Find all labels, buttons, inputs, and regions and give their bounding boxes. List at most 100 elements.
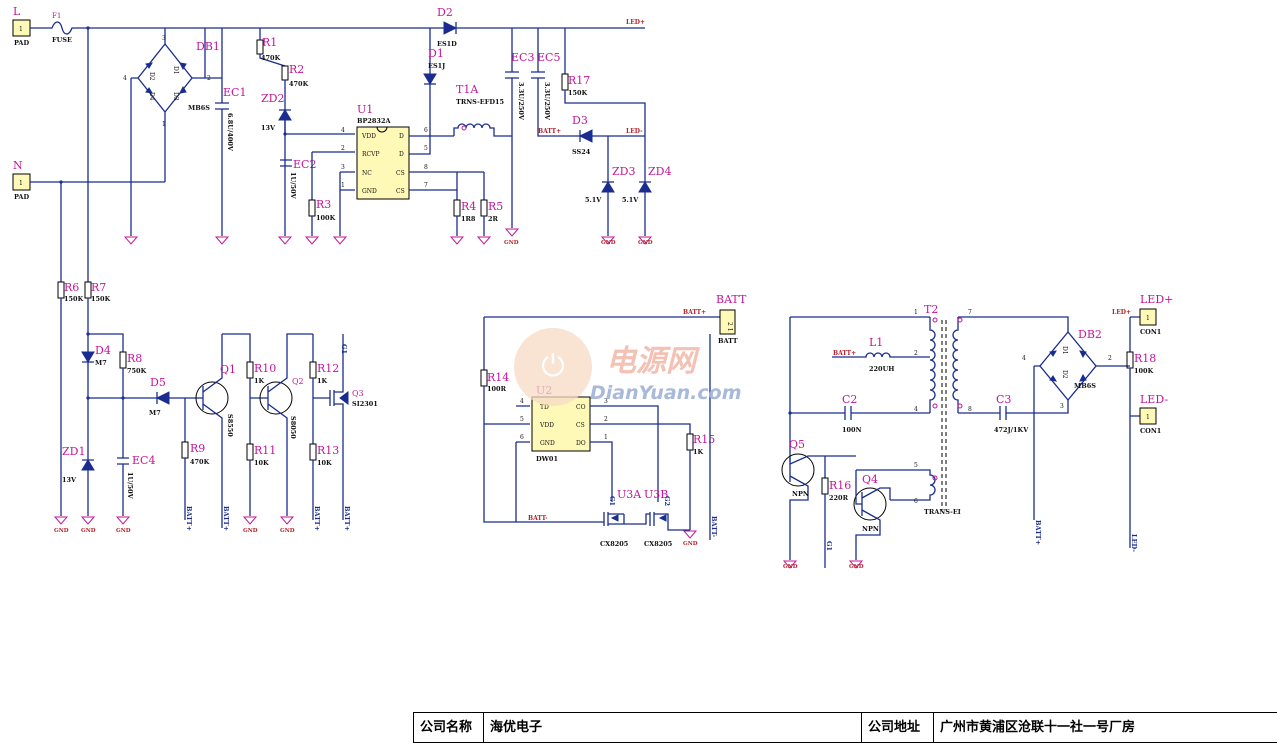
q1-value: S8550	[226, 414, 234, 437]
d4-ref: D4	[95, 344, 111, 357]
db2-value: MB6S	[1074, 382, 1096, 390]
r14-ref: R14	[487, 371, 509, 384]
q2-ref: Q2	[292, 377, 304, 386]
net-batt-minus-1: BATT-	[528, 515, 548, 522]
u1-pin5: 5	[424, 145, 428, 152]
r3-value: 100K	[316, 214, 336, 222]
ec2-value: 1U/50V	[289, 172, 297, 200]
zd4-value: 5.1V	[622, 196, 639, 204]
d2-value: ES1D	[437, 40, 457, 48]
r9-ref: R9	[190, 442, 205, 455]
ec5-ref: EC5	[537, 51, 560, 64]
company-address: 广州市黄浦区沧联十一社一号厂房	[940, 720, 1136, 735]
t2-value: TRANS-EI	[924, 508, 961, 516]
u1-ic[interactable]: U1 BP2832A VDD RCVP NC GND D D CS CS 4 2…	[341, 103, 428, 200]
led-minus-connector[interactable]	[1139, 407, 1157, 425]
gnd-label-q2: GND	[280, 528, 295, 534]
net-batt-minus-2: BATT-	[710, 516, 718, 538]
u2-pin1: 1	[604, 434, 608, 441]
r18-ref: R18	[1134, 352, 1156, 365]
u1-nc: NC	[362, 170, 372, 177]
db1-d2: D2	[148, 72, 155, 81]
battery-protection-section: BATT+ 2 1 BATT BATT R14 100R BATT- U2 DW…	[480, 293, 747, 548]
t2-pin2: 2	[914, 350, 918, 357]
led-plus-value: CON1	[1140, 328, 1161, 336]
u1-pin3: 3	[341, 164, 345, 171]
title-block: 公司名称 海优电子 公司地址 广州市黄浦区沧联十一社一号厂房	[413, 712, 1277, 743]
r10-ref: R10	[254, 362, 276, 375]
q3-ref: Q3	[352, 389, 364, 398]
zd1-ref: ZD1	[62, 445, 85, 458]
r14-value: 100R	[487, 385, 507, 393]
r4-value: 1R8	[461, 215, 476, 223]
r17-value: 150K	[568, 89, 588, 97]
db2-pin4: 4	[1022, 355, 1026, 362]
q3-value: SI2301	[352, 400, 378, 408]
zd2-ref: ZD2	[261, 92, 284, 105]
u2-pin5: 5	[520, 416, 524, 423]
net-batt-plus-4: BATT+	[313, 506, 321, 531]
zd3-value: 5.1V	[585, 196, 602, 204]
n-pad-value: PAD	[14, 193, 29, 201]
u2-cs: CS	[576, 422, 585, 429]
gnd-label-r6: GND	[54, 528, 69, 534]
l1-ref: L1	[869, 336, 883, 349]
l-label: L	[13, 5, 21, 18]
r16-value: 220R	[829, 494, 849, 502]
ec4-ref: EC4	[132, 454, 155, 467]
n-pad-pin: 1	[19, 180, 23, 187]
r15-ref: R15	[693, 433, 715, 446]
f1-value: FUSE	[52, 36, 72, 44]
t2-ref: T2	[924, 303, 938, 316]
led-minus-value: CON1	[1140, 427, 1161, 435]
plug-icon: ⏻	[541, 349, 565, 384]
net-g1-1: G1	[340, 344, 348, 354]
u1-rcvp: RCVP	[362, 151, 379, 158]
db1-d1: D1	[172, 66, 179, 75]
batt-connector[interactable]	[719, 309, 736, 335]
gnd-label-r15: GND	[683, 541, 698, 547]
q5-ref: Q5	[789, 438, 805, 451]
led-plus-connector[interactable]	[1139, 308, 1157, 326]
batt-value: BATT	[718, 337, 738, 345]
watermark-cn: 电源网	[606, 344, 696, 379]
gnd-label-zd4: GND	[638, 240, 653, 246]
ec3-value: 3.3U/250V	[517, 82, 525, 121]
net-g1-2: G1	[608, 496, 616, 506]
u2-co: CO	[576, 404, 586, 411]
r5-ref: R5	[488, 200, 503, 213]
u2-td: TD	[540, 404, 549, 411]
u2-gnd: GND	[540, 440, 555, 447]
db1-value: MB6S	[188, 104, 210, 112]
n-label: N	[13, 159, 23, 172]
r8-value: 750K	[127, 367, 147, 375]
db2-ref: DB2	[1078, 328, 1102, 341]
net-led-plus-1: LED+	[626, 19, 645, 26]
db1-pin-3: 3	[162, 35, 166, 42]
r15-value: 1K	[693, 448, 704, 456]
ec1-ref: EC1	[223, 86, 246, 99]
net-led-plus-2: LED+	[1112, 309, 1131, 316]
q5-value: NPN	[792, 490, 809, 498]
batt-ref: BATT	[716, 293, 747, 306]
d2-ref: D2	[437, 6, 453, 19]
c2-ref: C2	[842, 393, 857, 406]
r1-value: 470K	[261, 54, 281, 62]
ec4-value: 1U/50V	[126, 472, 134, 500]
u2-value: DW01	[536, 455, 558, 463]
ec2-ref: EC2	[293, 158, 316, 171]
d3-ref: D3	[572, 114, 588, 127]
t2-pin1: 1	[914, 309, 918, 316]
net-batt-plus-7: BATT+	[833, 350, 856, 357]
u2-pin3: 3	[604, 398, 608, 405]
u1-d2: D	[399, 151, 404, 158]
zd3-ref: ZD3	[612, 165, 635, 178]
u1-vdd: VDD	[361, 133, 376, 140]
zd4-ref: ZD4	[648, 165, 671, 178]
u1-cs1: CS	[396, 170, 405, 177]
r18-value: 100K	[1134, 367, 1154, 375]
r8-ref: R8	[127, 352, 142, 365]
c3-ref: C3	[996, 393, 1011, 406]
u1-pin6: 6	[424, 127, 428, 134]
